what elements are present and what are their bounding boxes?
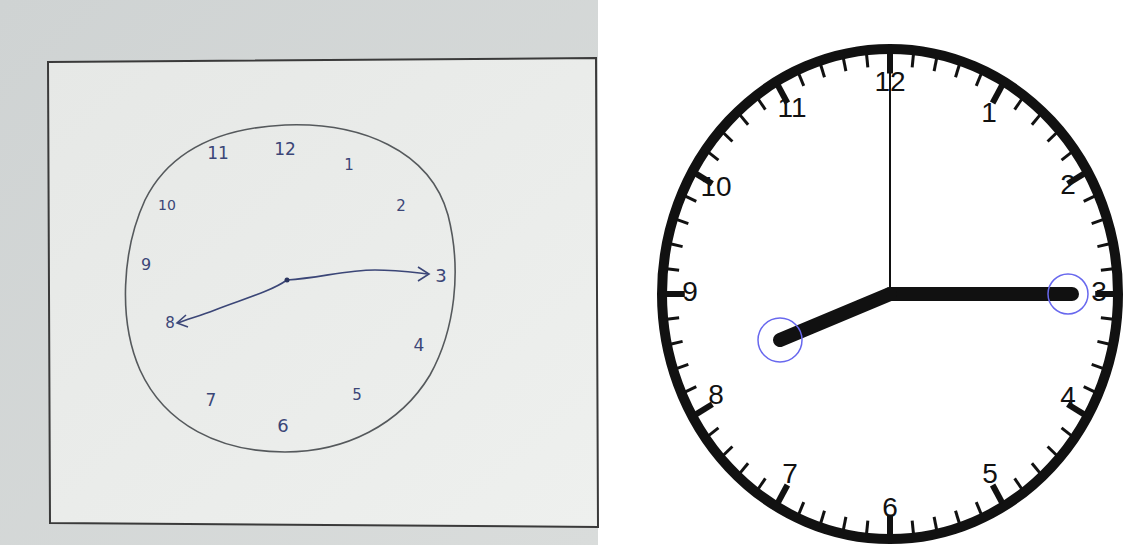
handwritten-numeral: 11	[207, 145, 229, 162]
handwritten-numeral: 5	[352, 388, 362, 403]
clock-numeral: 6	[882, 494, 898, 522]
handwritten-numeral: 9	[141, 257, 151, 273]
handwritten-numeral: 3	[435, 267, 446, 285]
clock-numeral: 8	[708, 381, 724, 409]
clock-numeral: 9	[682, 278, 698, 306]
handwritten-numeral: 8	[165, 316, 175, 331]
handwritten-numeral: 4	[414, 337, 425, 354]
clock-numeral: 11	[777, 94, 806, 122]
digital-clock	[662, 49, 1118, 539]
clock-numeral: 5	[982, 460, 998, 488]
clock-numeral: 7	[782, 460, 798, 488]
clock-numeral: 4	[1060, 383, 1076, 411]
handwritten-numeral: 10	[158, 198, 176, 212]
clock-numeral: 2	[1060, 171, 1076, 199]
clock-numeral: 3	[1091, 278, 1107, 306]
photo	[0, 0, 598, 545]
clock-numeral: 1	[981, 99, 997, 127]
handwritten-numeral: 7	[206, 392, 217, 409]
handwritten-numeral: 12	[274, 141, 296, 158]
clock-numeral: 12	[874, 68, 905, 96]
handwritten-numeral: 6	[277, 417, 288, 435]
clock-numeral: 10	[700, 173, 731, 201]
handwritten-numeral: 1	[344, 158, 354, 173]
handwritten-numeral: 2	[396, 199, 406, 214]
